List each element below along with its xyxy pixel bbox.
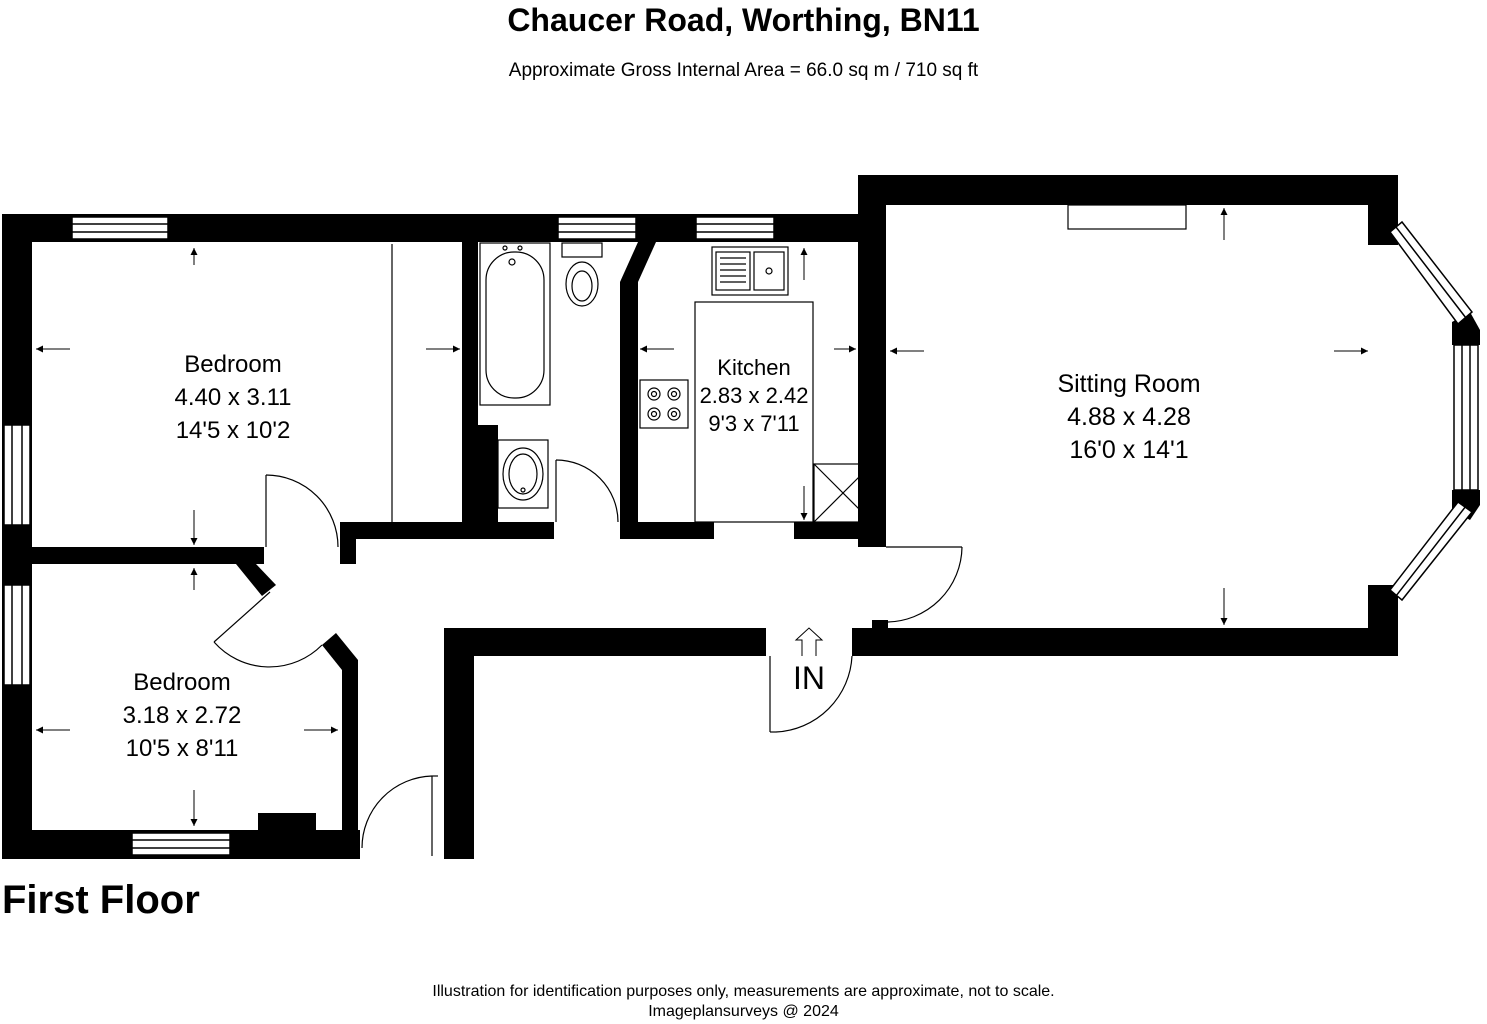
kitchen-worktop bbox=[694, 301, 814, 523]
wall-kitchen-left bbox=[620, 282, 638, 539]
toilet-icon bbox=[561, 242, 603, 307]
room-size-metric: 2.83 x 2.42 bbox=[700, 383, 809, 408]
wall-top-sitting bbox=[858, 175, 1398, 205]
room-size-imperial: 9'3 x 7'11 bbox=[708, 411, 799, 436]
wall-kitchen-bottom-left bbox=[620, 522, 714, 539]
room-size-metric: 4.40 x 3.11 bbox=[175, 384, 292, 411]
room-size-imperial: 14'5 x 10'2 bbox=[176, 417, 291, 444]
fixtures bbox=[479, 204, 1187, 523]
gross-area: Approximate Gross Internal Area = 66.0 s… bbox=[508, 60, 979, 81]
wall-bath-block bbox=[462, 425, 498, 539]
window-bay-lower bbox=[1388, 500, 1474, 602]
entrance-label: IN bbox=[793, 660, 825, 696]
wall-kitchen-diag bbox=[620, 242, 656, 282]
dimension-arrows bbox=[36, 208, 1368, 826]
wall-left-outer bbox=[2, 214, 32, 859]
room-name: Bedroom bbox=[184, 351, 281, 378]
door-post-left bbox=[340, 540, 356, 564]
room-name: Bedroom bbox=[133, 669, 230, 696]
window-bay-middle bbox=[1453, 344, 1479, 491]
window-bathroom-top bbox=[557, 216, 637, 240]
window-bedroom1-top bbox=[71, 216, 169, 240]
room-label-bedroom2: Bedroom 3.18 x 2.72 10'5 x 8'11 bbox=[123, 669, 242, 762]
entrance-arrow-icon bbox=[794, 627, 824, 656]
room-name: Sitting Room bbox=[1057, 370, 1200, 398]
room-size-imperial: 10'5 x 8'11 bbox=[126, 735, 239, 762]
window-bedroom2-bottom bbox=[131, 832, 231, 856]
door-bedroom2 bbox=[213, 591, 323, 668]
wall-sitting-stub bbox=[872, 620, 888, 634]
basin-icon bbox=[497, 439, 549, 509]
door-stair bbox=[361, 775, 438, 856]
sink-icon bbox=[711, 246, 789, 296]
wall-bay-bottom bbox=[1368, 585, 1398, 656]
wall-bedroom2-right bbox=[342, 660, 358, 835]
sitting-fireplace bbox=[1067, 204, 1187, 230]
window-bay-upper bbox=[1388, 220, 1474, 326]
disclaimer-text: Illustration for identification purposes… bbox=[432, 983, 1055, 1000]
floor-label: First Floor bbox=[2, 878, 200, 922]
bath-icon bbox=[479, 242, 551, 406]
footer: Illustration for identification purposes… bbox=[0, 982, 1487, 1022]
wall-sitting-bottom bbox=[852, 628, 1398, 656]
door-entrance bbox=[769, 655, 853, 733]
plan-title: Chaucer Road, Worthing, BN11 bbox=[507, 2, 980, 38]
room-label-bedroom1: Bedroom 4.40 x 3.11 14'5 x 10'2 bbox=[175, 351, 292, 444]
door-bathroom bbox=[555, 459, 619, 523]
hob-icon bbox=[639, 379, 689, 429]
window-bedroom2-left bbox=[3, 584, 31, 686]
window-bedroom1-left bbox=[3, 424, 31, 526]
room-label-sitting: Sitting Room 4.88 x 4.28 16'0 x 14'1 bbox=[1057, 370, 1200, 464]
wall-bedroom1-bottom bbox=[340, 522, 465, 539]
boiler-cupboard-icon bbox=[813, 463, 873, 523]
wall-hall-left bbox=[444, 628, 474, 859]
door-sitting-room bbox=[885, 546, 963, 623]
wall-hall-bottom bbox=[444, 628, 766, 656]
room-label-kitchen: Kitchen 2.83 x 2.42 9'3 x 7'11 bbox=[700, 355, 809, 436]
room-size-metric: 4.88 x 4.28 bbox=[1067, 403, 1191, 431]
window-kitchen-top bbox=[695, 216, 775, 240]
wall-bedroom-partition bbox=[2, 547, 264, 564]
fireplace-block bbox=[258, 813, 316, 830]
wall-kitchen-bottom-right bbox=[794, 522, 874, 539]
door-bedroom1 bbox=[265, 474, 339, 548]
wall-bedroom2-diag bbox=[322, 633, 358, 670]
windows bbox=[3, 216, 1479, 856]
doors bbox=[213, 244, 963, 856]
wall-bath-bottom bbox=[462, 522, 554, 539]
room-name: Kitchen bbox=[717, 355, 790, 380]
wall-bedroom2-diag-top bbox=[236, 564, 276, 596]
room-size-imperial: 16'0 x 14'1 bbox=[1069, 436, 1188, 464]
credit-text: Imageplansurveys @ 2024 bbox=[648, 1003, 839, 1020]
room-size-metric: 3.18 x 2.72 bbox=[123, 702, 242, 729]
